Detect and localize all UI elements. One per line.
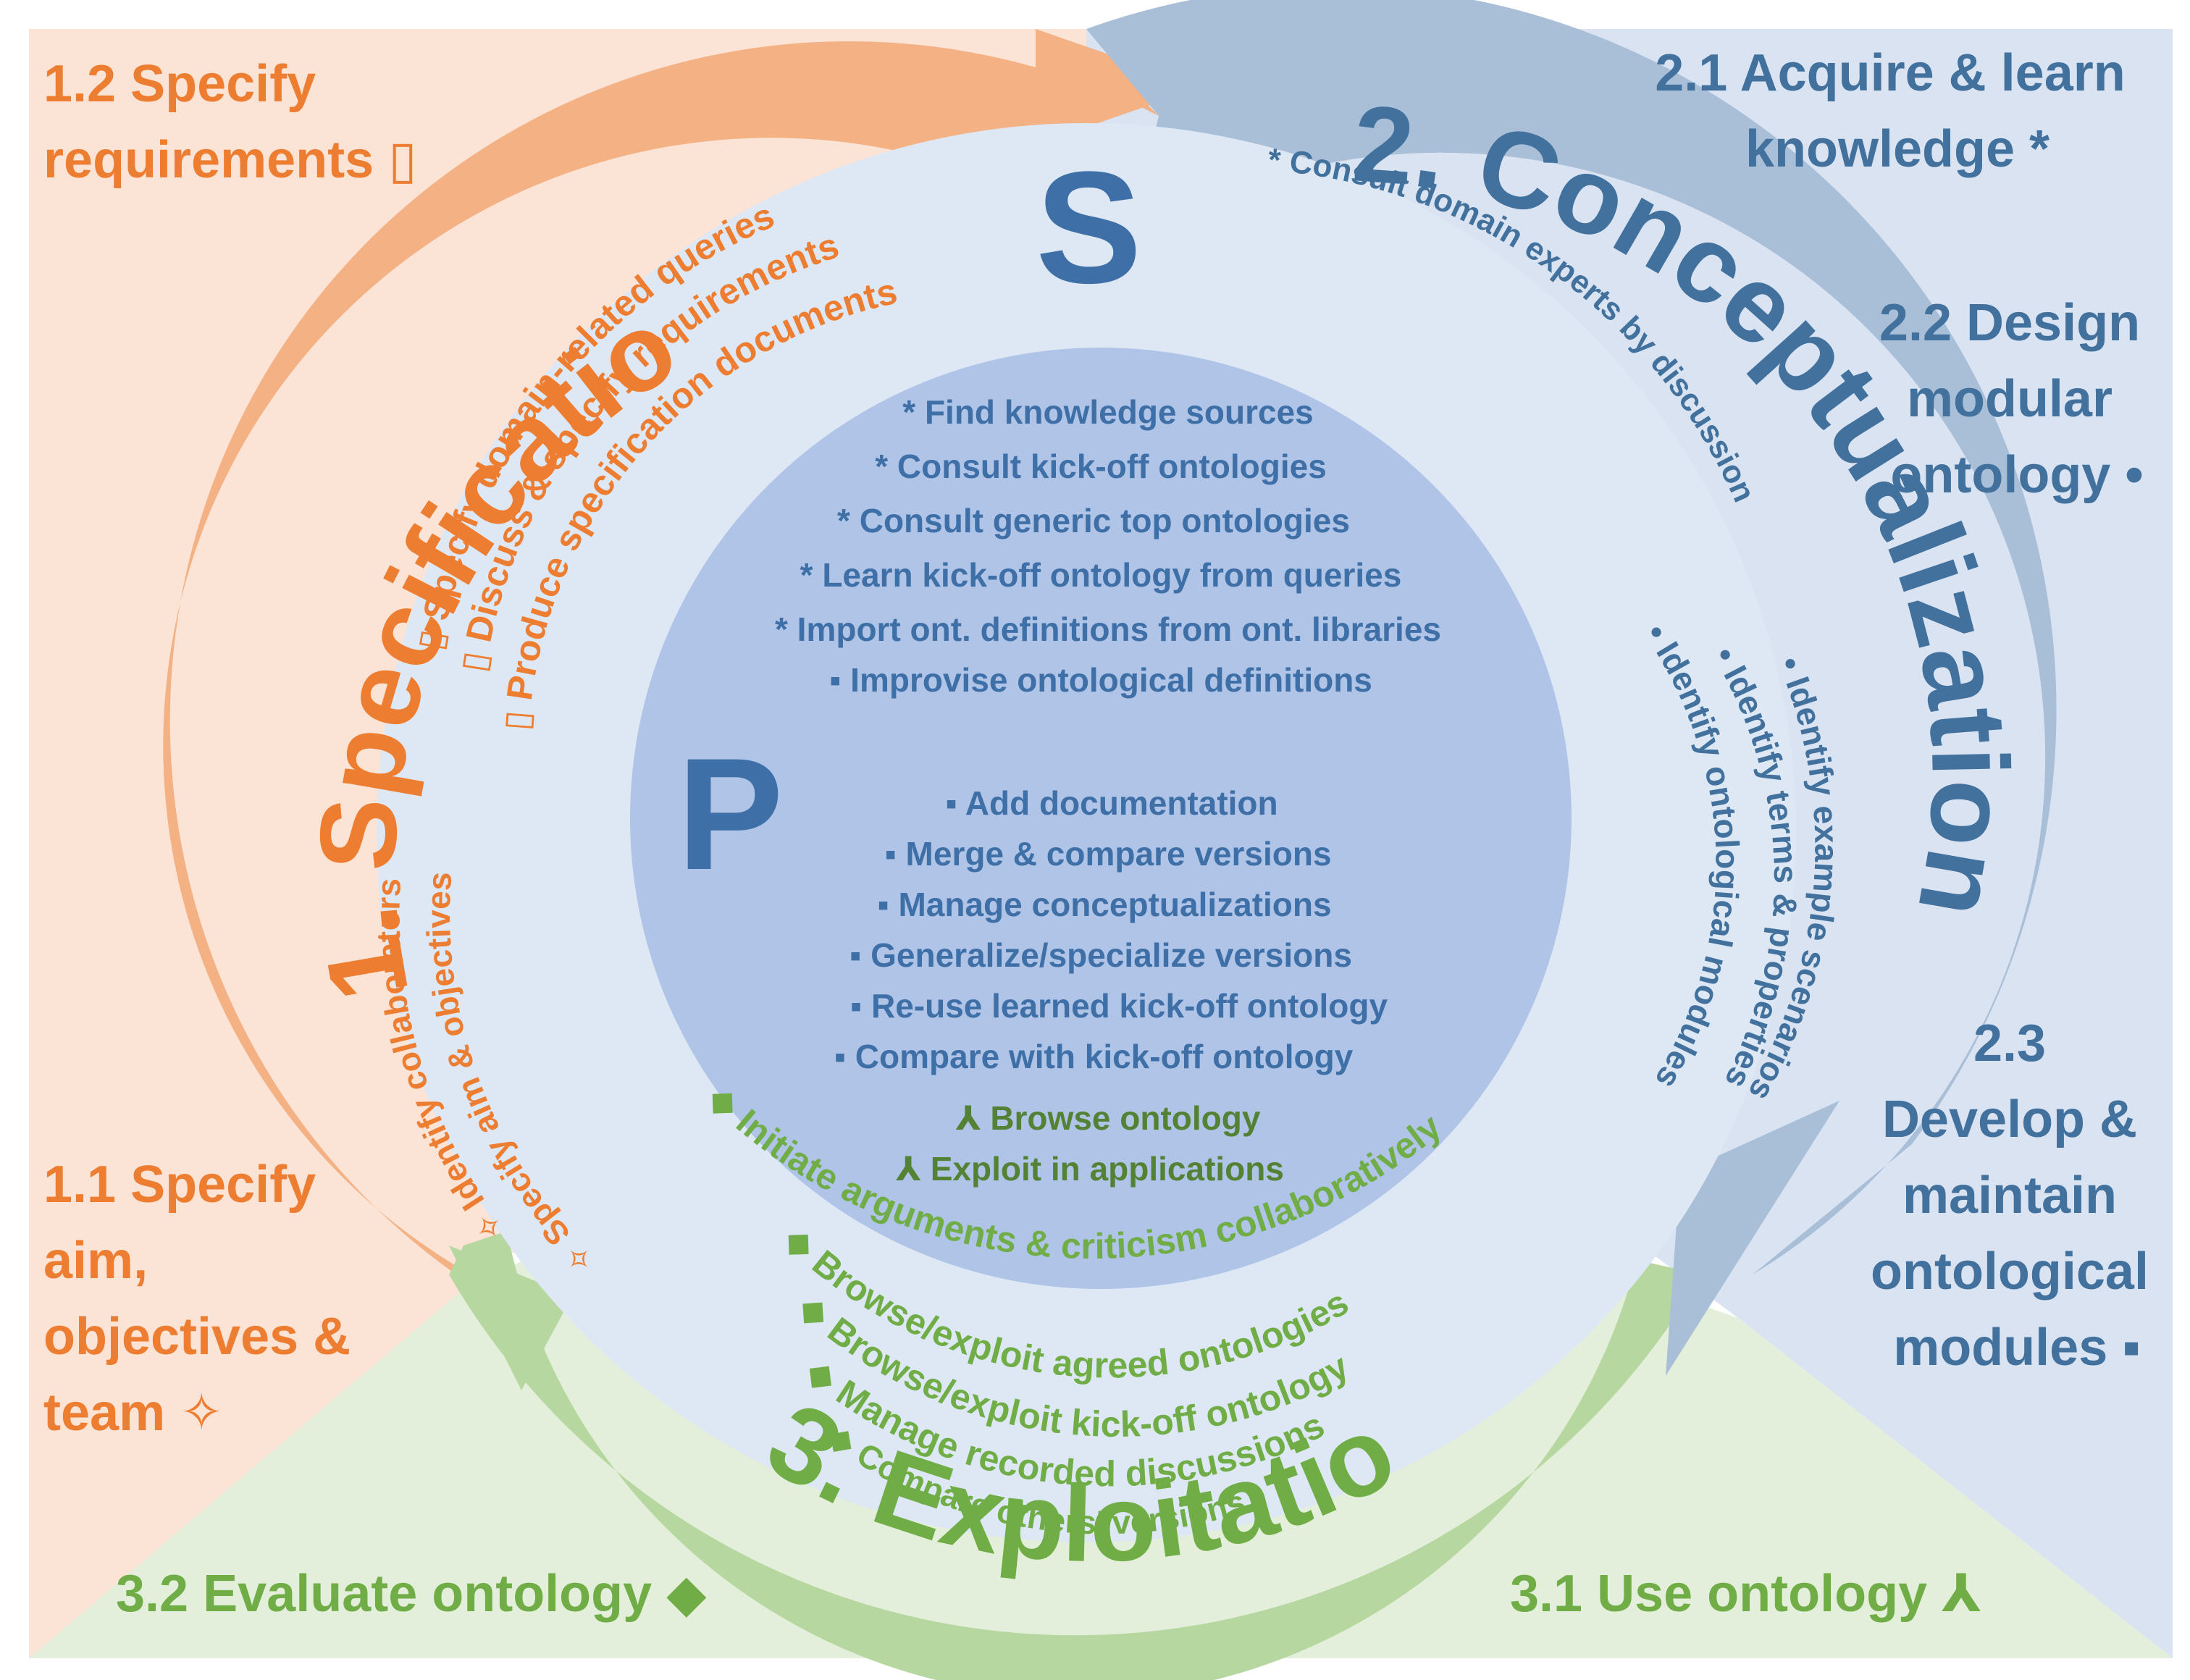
center-mid-item: ▪ Generalize/specialize versions bbox=[849, 936, 1352, 974]
center-top-item: ▪ Improvise ontological definitions bbox=[829, 661, 1372, 699]
label-2-2-line-3: ontology • bbox=[1890, 446, 2143, 504]
center-mid-item: ▪ Merge & compare versions bbox=[884, 835, 1331, 873]
label-1-1-line-3: objectives & bbox=[43, 1308, 351, 1366]
label-2-1-line-1: 2.1 Acquire & learn bbox=[1655, 44, 2126, 102]
label-1-2-line-1: 1.2 Specify bbox=[43, 55, 316, 113]
label-3-1: 3.1 Use ontology ⅄ bbox=[1510, 1565, 1981, 1623]
label-2-3-line-4: ontological bbox=[1871, 1243, 2149, 1301]
label-2-2-line-2: modular bbox=[1907, 370, 2113, 428]
label-2-2-line-1: 2.2 Design bbox=[1879, 294, 2140, 352]
label-2-3: 2.3 Develop & maintain ontological modul… bbox=[1871, 1015, 2163, 1377]
center-green-item: ⅄ Exploit in applications bbox=[896, 1150, 1284, 1188]
conceptualization-ring-arrow bbox=[1086, 0, 2057, 1274]
center-green-list: ⅄ Browse ontology ⅄ Exploit in applicati… bbox=[896, 1099, 1284, 1188]
letter-p: P bbox=[677, 725, 784, 903]
center-green-item: ⅄ Browse ontology bbox=[956, 1099, 1261, 1137]
exploitation-ring-arrow bbox=[449, 1231, 1702, 1680]
label-1-1-line-2: aim, bbox=[43, 1232, 148, 1290]
center-mid-item: ▪ Add documentation bbox=[945, 784, 1278, 822]
specification-arrowhead bbox=[1036, 29, 1202, 145]
label-2-3-line-5: modules ▪ bbox=[1893, 1319, 2141, 1377]
label-2-1: 2.1 Acquire & learn knowledge * bbox=[1655, 44, 2140, 178]
center-mid-item: ▪ Manage conceptualizations bbox=[877, 886, 1331, 923]
center-disc bbox=[630, 348, 1572, 1289]
center-top-item: * Find knowledge sources bbox=[902, 393, 1313, 431]
center-top-list: * Find knowledge sources * Consult kick-… bbox=[775, 393, 1441, 699]
center-mid-item: ▪ Compare with kick-off ontology bbox=[834, 1038, 1354, 1075]
label-2-3-line-1: 2.3 bbox=[1973, 1015, 2046, 1072]
center-top-item: * Import ont. definitions from ont. libr… bbox=[775, 610, 1441, 648]
center-top-item: * Consult generic top ontologies bbox=[837, 502, 1350, 539]
center-mid-list: ▪ Add documentation ▪ Merge & compare ve… bbox=[834, 784, 1388, 1075]
label-1-1: 1.1 Specify aim, objectives & team ✧ bbox=[43, 1156, 365, 1442]
label-2-2: 2.2 Design modular ontology • bbox=[1879, 294, 2155, 504]
center-top-item: * Learn kick-off ontology from queries bbox=[800, 556, 1402, 594]
label-2-1-line-2: knowledge * bbox=[1745, 120, 2050, 178]
label-3-2: 3.2 Evaluate ontology ◆ bbox=[116, 1565, 707, 1623]
label-1-1-line-1: 1.1 Specify bbox=[43, 1156, 316, 1214]
label-1-2: 1.2 Specify requirements ▯ bbox=[43, 55, 417, 189]
label-1-1-line-4: team ✧ bbox=[43, 1384, 223, 1442]
center-top-item: * Consult kick-off ontologies bbox=[875, 448, 1327, 485]
label-1-2-line-2: requirements ▯ bbox=[43, 131, 417, 189]
exploitation-arrowhead bbox=[449, 1246, 572, 1390]
letter-s: S bbox=[1036, 138, 1142, 316]
label-2-3-line-3: maintain bbox=[1902, 1167, 2117, 1225]
label-2-3-line-2: Develop & bbox=[1882, 1091, 2137, 1148]
center-mid-item: ▪ Re-use learned kick-off ontology bbox=[850, 987, 1388, 1025]
